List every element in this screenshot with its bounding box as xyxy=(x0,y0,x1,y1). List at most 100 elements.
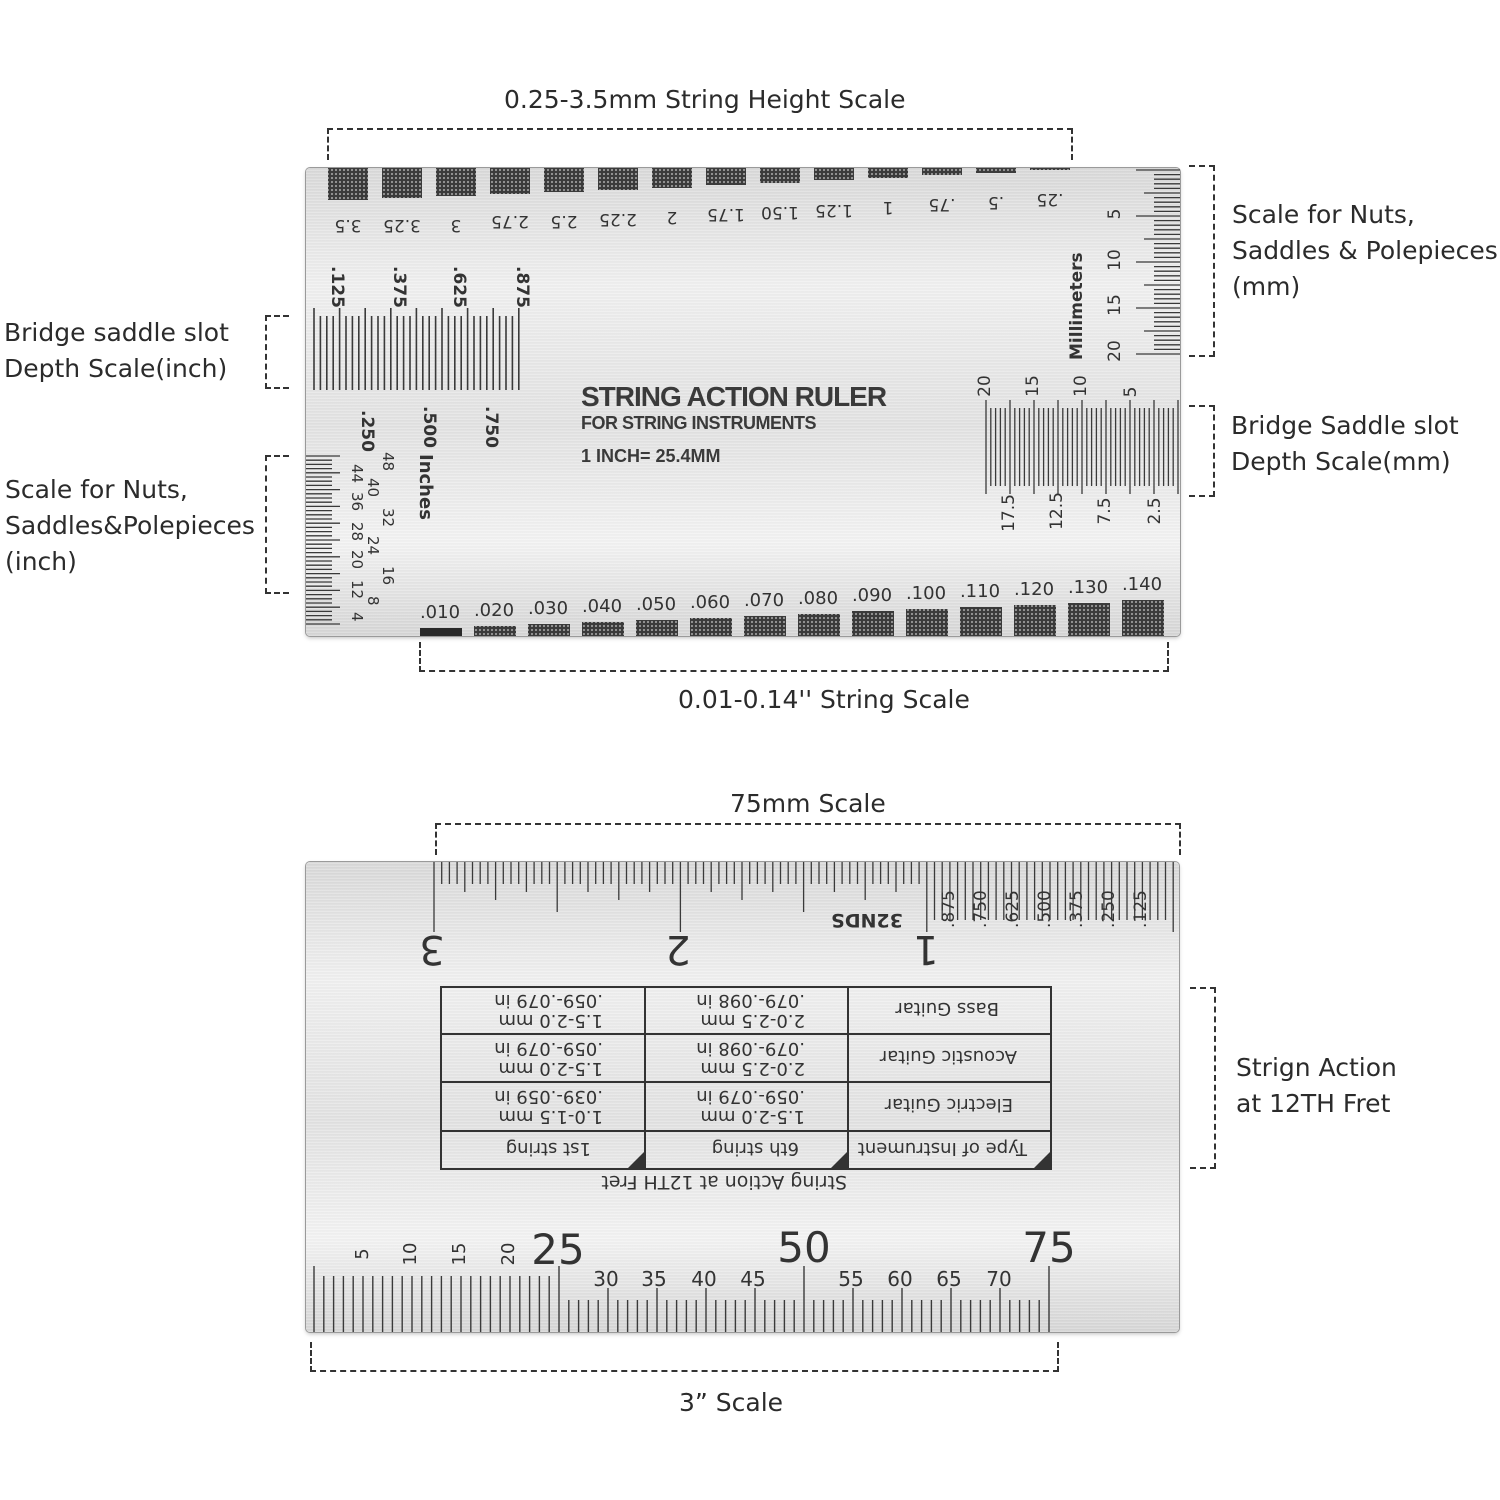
front-markings: STRING ACTION RULER FOR STRING INSTRUMEN… xyxy=(306,168,1180,636)
svg-text:12: 12 xyxy=(348,580,366,599)
height-slot: 1.75 xyxy=(706,168,746,224)
svg-text:.125: .125 xyxy=(1131,890,1151,928)
callout-slot-inch: Bridge saddle slot Depth Scale(inch) xyxy=(4,318,229,383)
bracket-nuts-mm xyxy=(1189,165,1215,357)
row-1st-value: 1.5-2.0 mm.059-.079 in xyxy=(494,990,603,1031)
callout-height-scale: 0.25-3.5mm String Height Scale xyxy=(504,85,906,114)
svg-text:3: 3 xyxy=(419,926,444,972)
svg-text:44: 44 xyxy=(348,464,366,483)
string-slot: .040 xyxy=(582,596,624,636)
row-6th-value: 2.0-2.5 mm.079-.098 in xyxy=(696,1038,805,1079)
svg-text:20: 20 xyxy=(348,550,366,569)
row-instrument: Bass Guitar xyxy=(895,998,999,1019)
string-slot: .030 xyxy=(528,598,570,636)
svg-text:75: 75 xyxy=(1022,1223,1075,1272)
row-1st-value: 1.0-1.5 mm.039-.059 in xyxy=(494,1086,603,1127)
svg-text:.030: .030 xyxy=(528,598,568,619)
svg-text:45: 45 xyxy=(740,1267,765,1291)
svg-text:40: 40 xyxy=(691,1267,716,1291)
bracket-height-scale xyxy=(327,128,1073,160)
string-slot: .010 xyxy=(420,602,462,636)
inches-word: Inches xyxy=(415,454,436,520)
string-slot: .070 xyxy=(744,590,786,636)
svg-text:.040: .040 xyxy=(582,596,622,617)
callout-string-scale: 0.01-0.14'' String Scale xyxy=(678,685,970,714)
bracket-3in-scale xyxy=(310,1342,1059,1372)
inch-numbers: 3 2 1 xyxy=(419,926,938,972)
svg-text:.500: .500 xyxy=(1035,890,1055,928)
svg-text:15: 15 xyxy=(1105,294,1125,316)
svg-text:.125: .125 xyxy=(327,266,347,308)
svg-text:.375: .375 xyxy=(1067,890,1087,928)
height-slot: 2.25 xyxy=(598,168,638,229)
svg-text:20: 20 xyxy=(1105,340,1125,362)
callout-nuts-mm: Scale for Nuts, Saddles & Polepieces (mm… xyxy=(1232,200,1498,301)
svg-text:.250: .250 xyxy=(1099,890,1119,928)
action-table: String Action at 12TH Fret Type of Instr… xyxy=(440,986,1052,1193)
svg-text:2.75: 2.75 xyxy=(491,211,529,231)
svg-text:70: 70 xyxy=(986,1267,1011,1291)
back-markings: 3 2 1 32NDS .875 .750 .625 .500 .375 .25… xyxy=(313,862,1174,1332)
svg-text:10: 10 xyxy=(400,1243,421,1266)
svg-text:48: 48 xyxy=(379,452,397,471)
height-scale-slots: 3.5 3.25 3 2.75 2.5 2.25 2 1.75 1.50 1.2… xyxy=(328,168,1070,235)
svg-text:1: 1 xyxy=(913,926,938,972)
height-slot: .25 xyxy=(1030,168,1070,209)
svg-text:10: 10 xyxy=(1071,375,1091,397)
svg-text:.050: .050 xyxy=(636,594,676,615)
inch-slot-bottom-labels: .250 .500 .750 xyxy=(357,406,501,452)
height-slot: 3 xyxy=(436,168,476,235)
svg-text:.500: .500 xyxy=(419,406,439,448)
svg-text:.070: .070 xyxy=(744,590,784,611)
svg-text:3: 3 xyxy=(451,215,462,235)
svg-text:25: 25 xyxy=(531,1225,584,1274)
inch-slot-top-labels: .125 .375 .625 .875 xyxy=(327,266,532,308)
svg-text:65: 65 xyxy=(936,1267,961,1291)
height-slot: .75 xyxy=(922,168,962,214)
ruler-conversion: 1 INCH= 25.4MM xyxy=(581,446,721,466)
height-slot: 1.25 xyxy=(814,168,854,220)
millimeters-word: Millimeters xyxy=(1067,252,1087,360)
svg-text:36: 36 xyxy=(348,492,366,511)
svg-text:.75: .75 xyxy=(928,194,955,214)
svg-text:10: 10 xyxy=(1105,249,1125,271)
mm-small-labels: 5 10 15 20 xyxy=(352,1243,519,1266)
string-slot: .120 xyxy=(1014,579,1056,636)
svg-text:.875: .875 xyxy=(512,266,532,308)
bracket-string-scale xyxy=(419,642,1169,672)
header-type: Type of Instrument xyxy=(858,1138,1028,1159)
string-slot: .110 xyxy=(960,581,1002,636)
string-action-ruler-back: 3 2 1 32NDS .875 .750 .625 .500 .375 .25… xyxy=(306,862,1179,1332)
callout-3in-scale: 3” Scale xyxy=(679,1388,784,1417)
svg-text:7.5: 7.5 xyxy=(1095,497,1115,524)
svg-text:2: 2 xyxy=(665,926,690,972)
string-slot: .050 xyxy=(636,594,678,636)
svg-text:20: 20 xyxy=(975,375,995,397)
string-slot: .130 xyxy=(1068,577,1110,636)
row-instrument: Acoustic Guitar xyxy=(879,1046,1017,1067)
svg-text:.375: .375 xyxy=(389,266,409,308)
callout-string-action-12th: Strign Action at 12TH Fret xyxy=(1236,1053,1397,1118)
svg-text:24: 24 xyxy=(364,536,382,555)
svg-text:3.5: 3.5 xyxy=(334,215,361,235)
mm-big-labels: 25 50 75 xyxy=(531,1223,1075,1274)
svg-text:5: 5 xyxy=(1105,209,1125,220)
svg-text:.5: .5 xyxy=(988,192,1004,212)
header-1st: 1st string xyxy=(506,1138,591,1159)
height-slot: 3.25 xyxy=(382,168,422,235)
callout-slot-mm: Bridge Saddle slot Depth Scale(mm) xyxy=(1231,411,1459,476)
svg-text:5: 5 xyxy=(1121,387,1141,398)
svg-text:30: 30 xyxy=(593,1267,618,1291)
slot-mm-bottom-labels: 17.5 12.5 7.5 2.5 xyxy=(999,492,1165,532)
svg-text:.100: .100 xyxy=(906,583,946,604)
svg-text:35: 35 xyxy=(641,1267,666,1291)
string-slot: .140 xyxy=(1122,574,1164,636)
fraction-labels: .875 .750 .625 .500 .375 .250 .125 xyxy=(939,890,1151,928)
svg-text:.750: .750 xyxy=(481,406,501,448)
svg-text:40: 40 xyxy=(364,478,382,497)
svg-text:.020: .020 xyxy=(474,600,514,621)
bracket-slot-inch xyxy=(265,315,289,389)
bracket-slot-mm xyxy=(1189,405,1215,497)
svg-text:1.75: 1.75 xyxy=(707,204,745,224)
ruler-title: STRING ACTION RULER xyxy=(581,381,887,412)
